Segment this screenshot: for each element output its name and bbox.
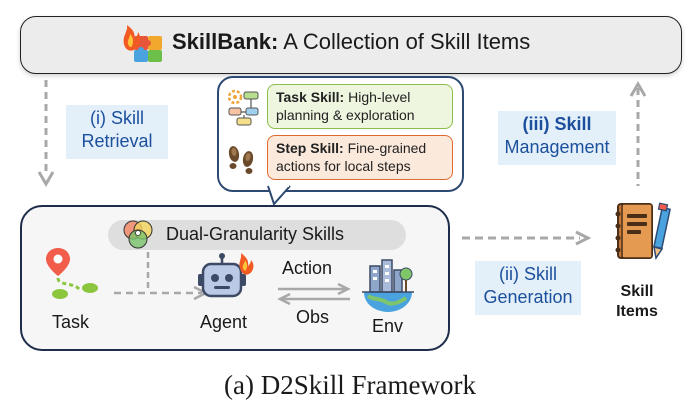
env-label: Env (372, 316, 404, 336)
task-skill-box: Task Skill: High-level planning & explor… (267, 84, 453, 129)
retrieval-line1: (i) Skill (90, 108, 144, 128)
management-line1-text: (iii) Skill (522, 114, 592, 134)
management-line2: Management (504, 137, 610, 157)
task-skill-desc-1: High-level (344, 89, 411, 105)
robot-agent-icon (198, 253, 254, 298)
management-arrow (629, 81, 647, 186)
generation-arrow (462, 230, 592, 246)
banner-title-bold: SkillBank: (172, 29, 279, 54)
dual-granularity-pill (108, 220, 406, 250)
banner-title-rest: A Collection of Skill Items (278, 29, 531, 54)
generation-line2: Generation (483, 287, 573, 307)
city-globe-icon (362, 259, 414, 312)
agent-label: Agent (200, 312, 248, 332)
step-skill-desc-2: actions for local steps (276, 158, 411, 174)
skill-retrieval-label: (i) Skill Retrieval (66, 105, 168, 159)
location-pin-icon (46, 248, 98, 299)
dual-granularity-title: Dual-Granularity Skills (166, 224, 345, 244)
obs-arrow (277, 292, 350, 306)
skill-management-label: (iii) Skill Management (498, 111, 616, 165)
step-skill-desc-1: Fine-grained (343, 140, 427, 156)
notebook-pencil-icon (615, 202, 671, 260)
step-skill-box: Step Skill: Fine-grained actions for loc… (267, 135, 453, 180)
generation-line1: (ii) Skill (499, 264, 557, 284)
management-line1: (iii) Skill (498, 113, 616, 136)
step-skill-name: Step Skill: (276, 140, 344, 156)
task-label: Task (52, 312, 90, 332)
retrieval-arrow (37, 80, 55, 187)
task-skill-desc-2: planning & exploration (276, 107, 415, 123)
items-line2: Items (616, 303, 658, 320)
banner-title: SkillBank: A Collection of Skill Items (172, 29, 530, 55)
task-skill-name: Task Skill: (276, 89, 345, 105)
skill-items-label: Skill Items (602, 282, 672, 322)
retrieval-line2: Retrieval (81, 131, 153, 151)
footprints-icon (228, 146, 254, 174)
bubble-tail (267, 184, 291, 206)
skill-generation-label: (ii) Skill Generation (475, 261, 581, 315)
venn-skills-icon (123, 220, 153, 249)
fire-puzzle-icon (123, 25, 162, 62)
figure-caption: (a) D2Skill Framework (224, 370, 476, 400)
action-label: Action (282, 258, 333, 278)
gears-flowchart-icon (227, 89, 259, 126)
items-line1: Skill (620, 283, 654, 300)
action-arrow (278, 282, 351, 296)
obs-label: Obs (296, 307, 330, 327)
